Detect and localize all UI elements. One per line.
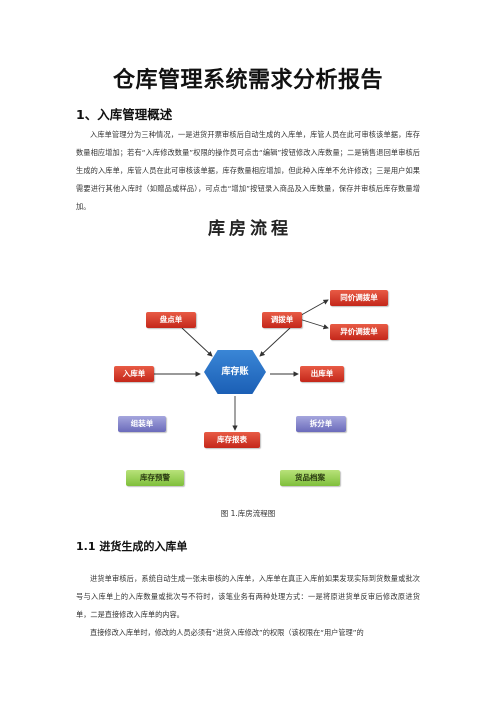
section-heading: 1、入库管理概述: [76, 107, 173, 122]
box-chuku: 出库单: [300, 366, 344, 382]
subsection-heading: 1.1 进货生成的入库单: [76, 540, 188, 553]
box-kucun-yujing: 库存预警: [126, 470, 184, 486]
section-paragraph: 入库单管理分为三种情况，一是进货开票审核后自动生成的入库单，库管人员在此可审核该…: [76, 130, 420, 211]
center-inventory-ledger: 库存账: [204, 350, 266, 394]
figure-caption: 图 1.库房流程图: [220, 509, 276, 518]
figure-title: 库房流程: [208, 219, 292, 239]
warehouse-flow-diagram: 库房流程 盘点单 调拨单 同价调拨单 异价调拨单 入库单 出库单 库存账 组装单…: [100, 208, 400, 494]
document-title: 仓库管理系统需求分析报告: [112, 68, 383, 93]
box-pandian: 盘点单: [146, 312, 196, 328]
box-ruku: 入库单: [114, 366, 154, 382]
box-chaifen: 拆分单: [296, 416, 346, 432]
box-diaobo: 调拨单: [262, 312, 302, 328]
box-kucun-baobiao: 库存报表: [204, 432, 260, 448]
arrow-pandian: [181, 327, 213, 357]
subsection-paragraph-2: 直接修改入库单时，修改的人员必须有“进货入库修改”的权限（该权限在“用户管理”的: [90, 628, 364, 637]
box-tongjia-diaobo: 同价调拨单: [330, 290, 388, 306]
subsection-paragraph-1: 进货单审核后，系统自动生成一张未审核的入库单，入库单在真正入库前如果发现实际到货…: [76, 574, 420, 619]
box-yijia-diaobo: 异价调拨单: [330, 324, 388, 340]
box-zuzhuang: 组装单: [118, 416, 166, 432]
arrow-diaobo: [259, 327, 291, 357]
box-huopin-dangan: 货品档案: [280, 470, 340, 486]
